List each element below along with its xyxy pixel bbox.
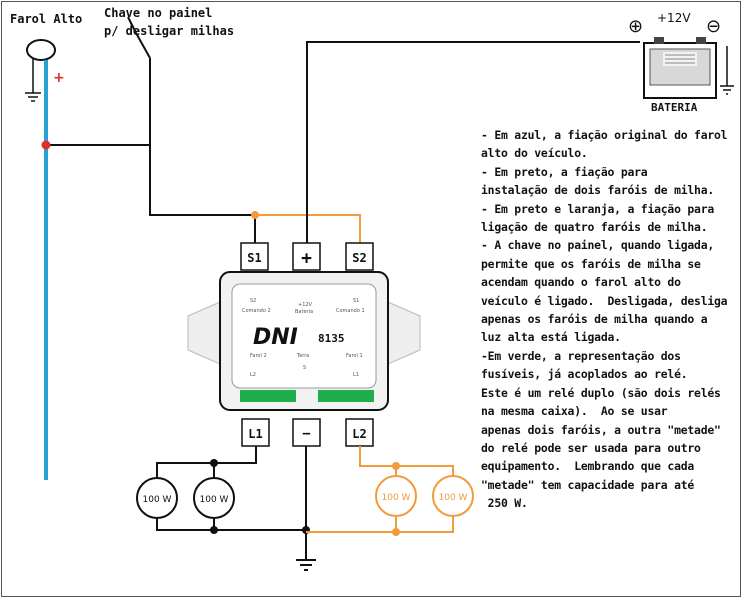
svg-text:+: + [301, 248, 312, 269]
note-line: luz alta está ligada. [481, 330, 621, 345]
lamp-100w-2: 100 W [193, 477, 235, 519]
terminal-s1: S1 [240, 242, 269, 271]
lamp-100w-4: 100 W [432, 475, 474, 517]
svg-text:100 W: 100 W [439, 493, 468, 503]
wire-orange-lamps-to-ground [306, 516, 454, 533]
note-line: alto do veículo. [481, 146, 588, 161]
note-line: - A chave no painel, quando ligada, [481, 238, 715, 253]
farol-alto-label: Farol Alto [10, 12, 82, 26]
fuse-2 [318, 390, 374, 402]
note-line: do relé pode ser usada para outro [481, 440, 701, 455]
relay-print-terra: Terra [296, 353, 309, 359]
wire-battery-to-plus [306, 41, 640, 243]
relay-model: 8135 [318, 332, 345, 345]
terminal-s2: S2 [345, 242, 374, 271]
battery-minus-icon: ⊖ [706, 16, 721, 37]
orange-junction-dot [251, 211, 259, 219]
note-line: acendam quando o farol alto do [481, 275, 681, 290]
relay-print-l1: L1 [353, 372, 359, 378]
explanation-notes: - Em azul, a fiação original do farol al… [481, 126, 741, 513]
junction-dot-ground [210, 526, 218, 534]
wire-s1-to-s2 [255, 214, 361, 243]
terminal-minus: − [292, 418, 321, 447]
note-line: instalação de dois faróis de milha. [481, 183, 715, 198]
relay-print-s2: S2 [250, 298, 256, 304]
note-line: - Em preto, a fiação para [481, 164, 648, 179]
note-line: na mesma caixa). Ao se usar [481, 404, 668, 419]
note-line: - Em azul, a fiação original do farol [481, 128, 728, 142]
note-line: - Em preto e laranja, a fiação para [481, 201, 715, 216]
relay-print-bateria: Bateria [295, 309, 313, 315]
ground-icon [25, 92, 41, 102]
svg-text:−: − [302, 426, 310, 442]
terminal-plus: + [292, 242, 321, 271]
svg-text:S2: S2 [352, 251, 366, 265]
svg-text:100 W: 100 W [382, 493, 411, 503]
note-line: fusíveis, já acoplados ao relé. [481, 367, 688, 382]
relay-print-comando1: Comando 1 [336, 308, 365, 314]
junction-dot-orange-ground [392, 528, 400, 536]
red-plus-sign: + [53, 70, 65, 86]
dash-switch-icon[interactable] [135, 32, 151, 59]
note-line: apenas dois faróis, a outra "metade" [481, 422, 721, 437]
chave-label-line1: Chave no painel [104, 6, 212, 20]
note-line: ligação de quatro faróis de milha. [481, 220, 708, 235]
battery-ground-icon [720, 85, 734, 95]
junction-dot [41, 140, 51, 150]
note-line: 250 W. [481, 496, 528, 511]
note-line: -Em verde, a representação dos [481, 348, 681, 363]
relay-brand: DNI [253, 325, 298, 350]
lamp-100w-1: 100 W [136, 477, 178, 519]
terminal-l2: L2 [345, 418, 374, 447]
svg-text:S1: S1 [247, 251, 261, 265]
wire-l2-to-lamps [359, 446, 454, 478]
junction-dot-l2 [392, 462, 400, 470]
voltage-label: +12V [657, 11, 691, 25]
svg-text:L1: L1 [248, 427, 262, 441]
relay-print-l2: L2 [250, 372, 256, 378]
chave-label-line2: p/ desligar milhas [104, 24, 234, 38]
terminal-l1: L1 [241, 418, 270, 447]
junction-dot-l1 [210, 459, 218, 467]
fuse-1 [240, 390, 296, 402]
wire-l1-to-lamps [156, 446, 257, 478]
note-line: veículo é ligado. Desligada, desliga [481, 293, 728, 308]
relay-print-s1: S1 [353, 298, 359, 304]
wire-lamps-to-ground [156, 518, 306, 531]
battery-icon [643, 37, 717, 99]
note-line: apenas os faróis de milha quando a [481, 312, 708, 327]
svg-text:100 W: 100 W [200, 495, 229, 505]
relay-print-s: S [303, 365, 306, 371]
relay-dni-8135 [187, 271, 421, 411]
relay-print-plus: +12V [298, 302, 313, 308]
svg-text:100 W: 100 W [143, 495, 172, 505]
battery-plus-icon: ⊕ [628, 16, 643, 37]
relay-print-farol2: Farol 2 [250, 353, 267, 359]
wire-switch-to-s1 [149, 58, 256, 243]
relay-print-comando2: Comando 2 [242, 308, 271, 314]
relay-print-farol1: Farol 1 [346, 353, 363, 359]
switch-label-pointer [127, 16, 137, 34]
note-line: equipamento. Lembrando que cada [481, 459, 695, 474]
relay-ground-icon [296, 559, 316, 571]
lamp-100w-3: 100 W [375, 475, 417, 517]
svg-text:L2: L2 [352, 427, 366, 441]
battery-label: BATERIA [651, 101, 698, 114]
note-line: permite que os faróis de milha se [481, 256, 701, 271]
note-line: "metade" tem capacidade para até [481, 477, 695, 492]
note-line: Este é um relé duplo (são dois relés [481, 385, 721, 400]
farol-alto-lamp-icon [26, 39, 56, 61]
